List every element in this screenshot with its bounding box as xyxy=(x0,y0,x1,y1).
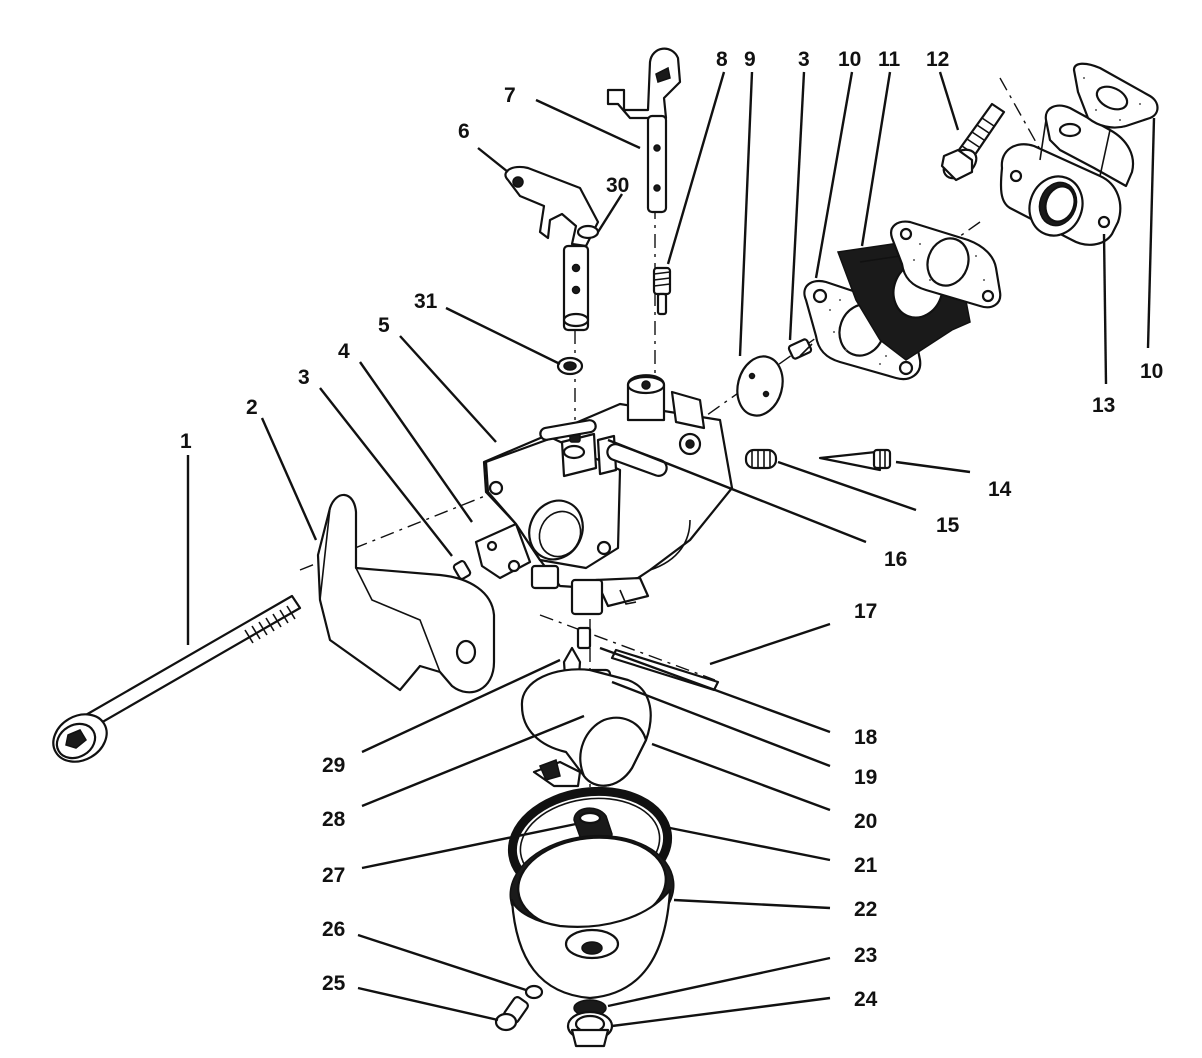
callout-2: 2 xyxy=(246,396,258,419)
callout-8: 8 xyxy=(716,48,728,71)
part-14-mixture-needle xyxy=(818,448,892,472)
callout-31: 31 xyxy=(414,290,438,313)
callout-4: 4 xyxy=(338,340,350,363)
callout-14: 14 xyxy=(988,478,1012,501)
callout-5: 5 xyxy=(378,314,390,337)
part-13-intake-elbow xyxy=(999,104,1135,246)
part-8-idle-screw xyxy=(652,266,672,316)
callout-25: 25 xyxy=(322,972,346,995)
part-18-clip xyxy=(576,626,592,650)
part-2-baffle xyxy=(316,493,496,694)
callout-26: 26 xyxy=(322,918,345,941)
part-12-flange-bolt xyxy=(940,102,1006,182)
part-15-spring xyxy=(744,448,778,470)
part-20-float xyxy=(520,668,652,788)
callout-6: 6 xyxy=(458,120,470,143)
callout-13: 13 xyxy=(1092,394,1115,417)
part-3-screw-right xyxy=(787,338,813,360)
callout-23: 23 xyxy=(854,944,877,967)
part-3-screw-left xyxy=(452,560,472,580)
part-7-throttle-lever xyxy=(606,47,682,214)
callout-7: 7 xyxy=(504,84,516,107)
part-6-choke-lever xyxy=(504,165,600,332)
callout-3-top: 3 xyxy=(798,48,810,71)
callout-labels: 1 2 3 4 5 6 7 8 9 3 10 11 12 10 13 14 15… xyxy=(180,48,1163,1011)
part-22-float-bowl xyxy=(509,834,675,1000)
part-10-gasket-rear xyxy=(890,220,1002,309)
part-25-screw xyxy=(494,996,529,1032)
part-4-plate xyxy=(474,522,532,580)
callout-22: 22 xyxy=(854,898,877,921)
part-30-ring xyxy=(576,224,600,240)
callout-11: 11 xyxy=(878,48,901,71)
part-9-throttle-plate xyxy=(736,355,784,417)
part-26-washer xyxy=(524,984,544,1000)
callout-16: 16 xyxy=(884,548,907,571)
part-31-seal xyxy=(556,356,584,376)
callout-24: 24 xyxy=(854,988,878,1011)
callout-28: 28 xyxy=(322,808,346,831)
callout-19: 19 xyxy=(854,766,877,789)
callout-3-left: 3 xyxy=(298,366,310,389)
callout-27: 27 xyxy=(322,864,345,887)
callout-1: 1 xyxy=(180,430,192,453)
callout-18: 18 xyxy=(854,726,878,749)
callout-15: 15 xyxy=(936,514,960,537)
callout-17: 17 xyxy=(854,600,877,623)
callout-30: 30 xyxy=(606,174,629,197)
callout-20: 20 xyxy=(854,810,877,833)
part-24-bowl-nut xyxy=(566,1010,614,1048)
callout-21: 21 xyxy=(854,854,878,877)
part-1-bolt xyxy=(52,594,302,763)
callout-10-top: 10 xyxy=(838,48,861,71)
callout-9: 9 xyxy=(744,48,756,71)
callout-10-right: 10 xyxy=(1140,360,1163,383)
part-5-carburetor-body xyxy=(482,374,734,616)
callout-12: 12 xyxy=(926,48,949,71)
callout-29: 29 xyxy=(322,754,345,777)
part-10-elbow-gasket xyxy=(1072,62,1159,129)
leader-lines xyxy=(186,71,1156,1028)
